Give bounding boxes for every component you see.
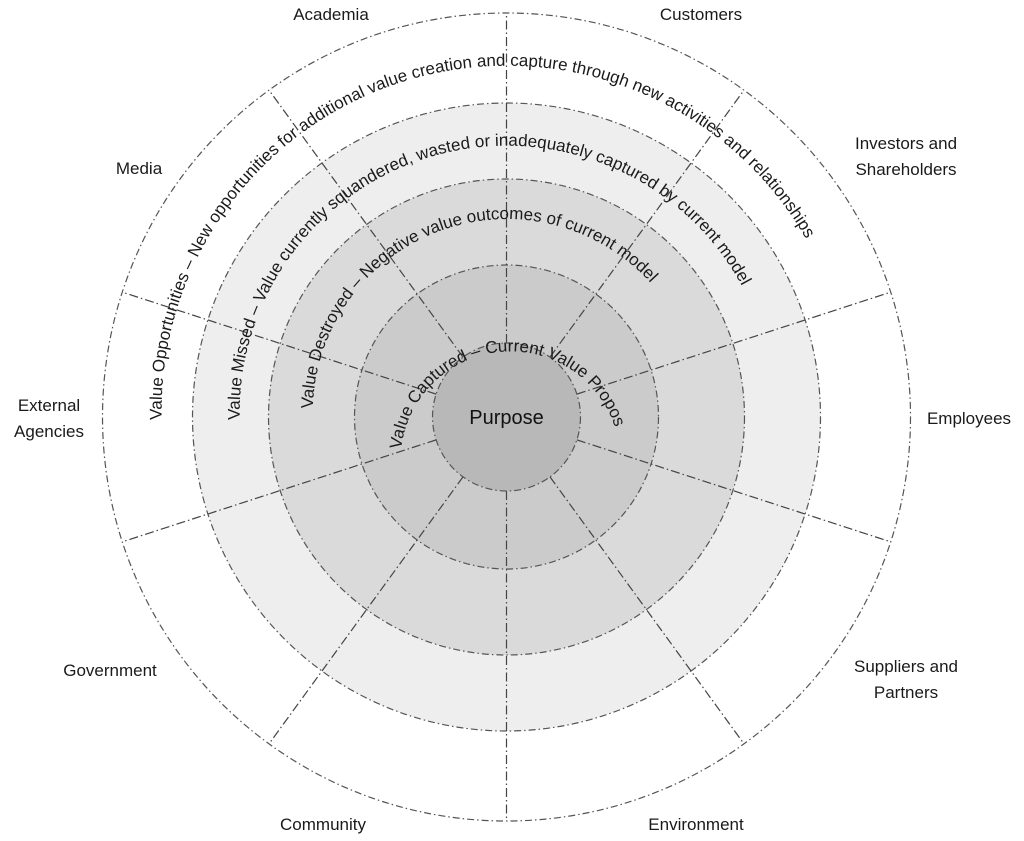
spoke-right-lower: [576, 439, 891, 543]
stakeholder-employees: Employees: [926, 409, 1012, 428]
spoke-lower-right: [549, 476, 745, 745]
spoke-left-upper: [122, 291, 437, 395]
stakeholder-government: Government: [63, 661, 157, 680]
stakeholder-community: Community: [280, 815, 366, 834]
stakeholder-customers: Customers: [659, 5, 743, 24]
spoke-upper-left: [268, 89, 464, 358]
stakeholder-suppliers: Suppliers and Partners: [854, 657, 958, 702]
purpose-label: Purpose: [469, 407, 544, 429]
purpose-circle: [431, 342, 582, 492]
stakeholder-external: External Agencies: [14, 396, 84, 441]
spoke-left-lower: [122, 439, 437, 543]
spoke-right-upper: [576, 291, 891, 395]
stakeholder-media: Media: [115, 159, 163, 178]
stakeholder-academia: Academia: [293, 5, 369, 24]
stakeholder-investors: Investors and Shareholders: [854, 134, 958, 179]
spoke-lower-left: [268, 476, 464, 745]
stakeholder-environment: Environment: [648, 815, 744, 834]
spoke-upper-right: [549, 89, 745, 358]
